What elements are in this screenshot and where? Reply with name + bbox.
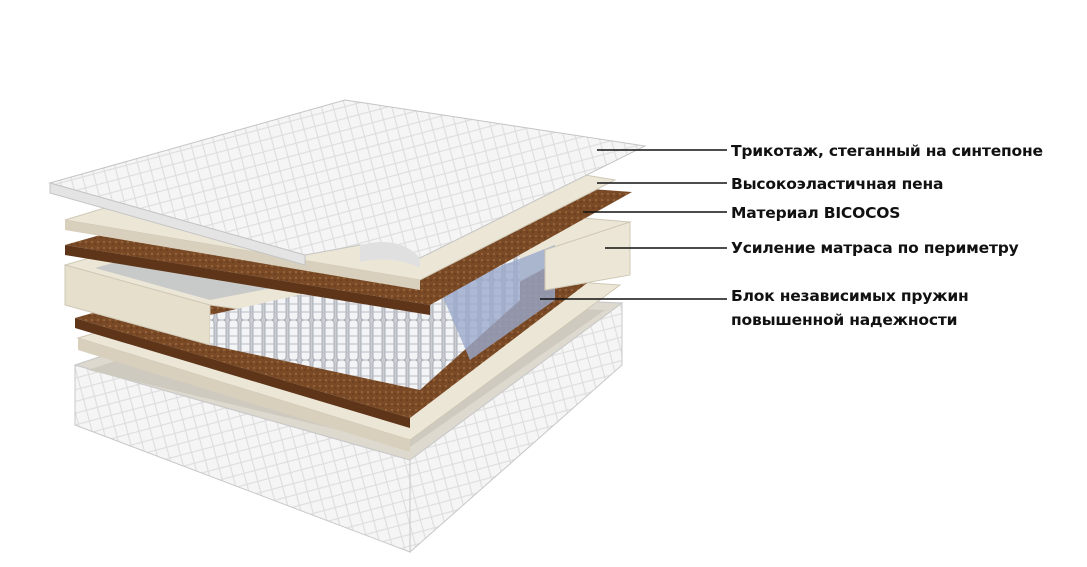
leader-lines — [540, 149, 727, 300]
label-text-line-1: Блок независимых пружин — [731, 287, 969, 305]
quilted-top-cover — [48, 99, 647, 268]
label-springs: Блок независимых пружин повышенной надеж… — [731, 284, 969, 332]
label-text: Материал BICOCOS — [731, 204, 901, 222]
label-elastic-foam: Высокоэластичная пена — [731, 172, 943, 196]
label-knit-cover: Трикотаж, стеганный на синтепоне — [731, 139, 1043, 163]
label-bicocos: Материал BICOCOS — [731, 201, 900, 225]
label-text: Высокоэластичная пена — [731, 175, 944, 193]
label-text-line-2: повышенной надежности — [731, 311, 958, 329]
label-text: Усиление матраса по периметру — [731, 239, 1019, 257]
label-perimeter: Усиление матраса по периметру — [731, 236, 1019, 260]
label-text: Трикотаж, стеганный на синтепоне — [731, 142, 1043, 160]
